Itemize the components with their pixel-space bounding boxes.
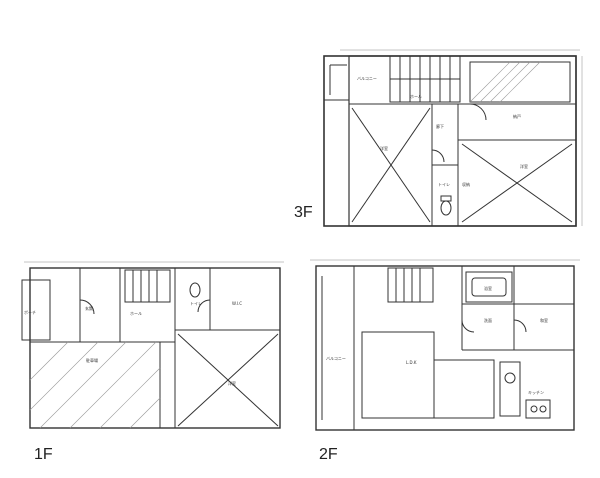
room-label-3f-corridor: 廊下 [436, 123, 444, 129]
room-label-1f-parking: 駐車場 [86, 357, 98, 363]
floor-label-2f: 2F [319, 446, 338, 463]
floor-label-3f: 3F [294, 204, 313, 221]
room-label-3f-western-a: 洋室 [380, 145, 388, 151]
room-label-1f-western: 洋室 [228, 380, 236, 386]
room-label-3f-hall: ホール [410, 94, 422, 99]
room-label-2f-bath: 浴室 [484, 285, 492, 291]
room-label-1f-hall: ホール [130, 311, 142, 316]
room-label-2f-ldk: L.D.K [406, 360, 417, 365]
room-label-2f-balcony: バルコニー [326, 356, 346, 361]
room-label-2f-japanese: 和室 [540, 317, 548, 323]
room-label-3f-western-b: 洋室 [520, 163, 528, 169]
floor-label-1f: 1F [34, 446, 53, 463]
room-label-1f-closet: W.I.C [232, 301, 242, 306]
room-label-3f-closet: 収納 [462, 181, 470, 187]
room-label-3f-balcony: バルコニー [357, 76, 377, 81]
room-label-1f-wc: トイレ [190, 301, 202, 306]
room-label-1f-entrance: 玄関 [85, 305, 93, 311]
room-label-3f-storage: 納戸 [513, 113, 521, 119]
room-label-1f-porch: ポーチ [24, 309, 36, 315]
room-label-2f-kitchen: キッチン [528, 390, 544, 395]
room-label-2f-wash: 洗面 [484, 317, 492, 323]
room-label-3f-toilet: トイレ [438, 182, 450, 187]
